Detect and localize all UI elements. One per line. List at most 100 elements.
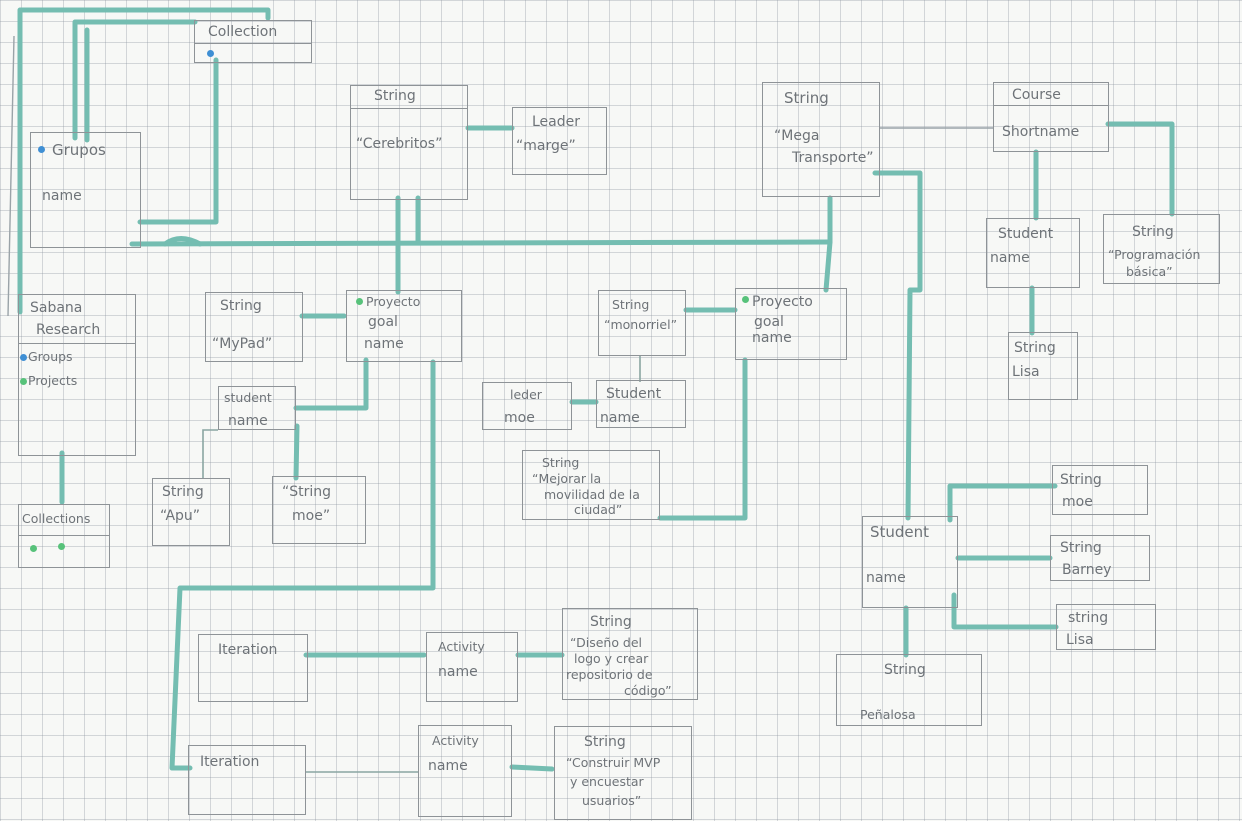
- proyecto-2-dot: [742, 296, 749, 303]
- sabana-title-2: Research: [36, 322, 101, 338]
- connector-student-moe-r: [947, 483, 1058, 523]
- string-diseno-value-1: “Diseño del: [570, 635, 643, 650]
- activity-1-field: name: [438, 664, 478, 680]
- string-diseno-value-4: código”: [624, 683, 672, 698]
- student-2-title: Student: [606, 386, 662, 402]
- string-cerebritos-type: String: [374, 88, 416, 104]
- proyecto-1-dot: [356, 298, 363, 305]
- grupos-title: Grupos: [52, 141, 106, 159]
- activity-2-title: Activity: [432, 733, 479, 748]
- string-movilidad-value-2: movilidad de la: [544, 487, 640, 502]
- string-programacion-box: [1103, 214, 1220, 284]
- proyecto-1-field-1: goal: [368, 314, 398, 330]
- string-penalosa-box: [836, 654, 982, 726]
- collection-top-title: Collection: [208, 24, 278, 40]
- string-diseno-type: String: [590, 614, 632, 630]
- connector-proyecto-iterations: [169, 359, 436, 771]
- string-lisa-r-value: Lisa: [1066, 632, 1094, 648]
- connector-student-apu: [202, 429, 218, 478]
- string-lisa-r-box: [1056, 604, 1156, 650]
- string-lisa-top-value: Lisa: [1012, 364, 1040, 380]
- collections-dot-1: [30, 545, 37, 552]
- student-course-field: name: [990, 250, 1030, 266]
- connector-mega-proyecto2: [823, 239, 833, 293]
- connector-proyecto2-movilidad: [657, 357, 748, 521]
- connector-left-edge: [7, 35, 15, 317]
- string-lisa-r-type: string: [1068, 610, 1109, 626]
- string-monorriel-value: “monorriel”: [604, 317, 678, 332]
- leder-moe-title: leder: [510, 387, 542, 402]
- string-moe-r-value: moe: [1062, 494, 1093, 510]
- activity-1-box: [426, 632, 518, 702]
- string-moe-1-box: [272, 476, 366, 544]
- string-cerebritos-box: [350, 85, 468, 200]
- string-penalosa-type: String: [884, 662, 926, 678]
- string-moe-r-box: [1052, 465, 1148, 515]
- student-right-field: name: [866, 570, 906, 586]
- string-barney-type: String: [1060, 540, 1102, 556]
- student-course-title: Student: [998, 226, 1054, 242]
- iteration-2-title: Iteration: [200, 754, 260, 770]
- string-moe-r-type: String: [1060, 472, 1102, 488]
- string-mypad-type: String: [220, 298, 262, 314]
- proyecto-1-title: Proyecto: [366, 294, 421, 309]
- collection-groups-dot: [207, 50, 214, 57]
- string-construir-value-3: usuarios”: [582, 793, 642, 808]
- proyecto-2-field-1: goal: [754, 314, 784, 330]
- string-barney-value: Barney: [1062, 562, 1112, 578]
- string-moe-1-type: “String: [282, 484, 332, 500]
- string-cerebritos-value: “Cerebritos”: [356, 136, 443, 152]
- sabana-title-1: Sabana: [30, 300, 83, 316]
- connector-mega-studentright: [872, 170, 923, 521]
- activity-1-title: Activity: [438, 639, 485, 654]
- string-mega-box: [762, 82, 880, 197]
- iteration-1-title: Iteration: [218, 642, 278, 658]
- string-programacion-value-2: básica”: [1126, 264, 1173, 279]
- student-2-box: [596, 380, 686, 428]
- string-diseno-value-2: logo y crear: [574, 651, 649, 666]
- string-mega-value-1: “Mega: [774, 128, 820, 144]
- string-construir-value-1: “Construir MVP: [566, 755, 661, 770]
- connector-course-string: [1105, 121, 1175, 217]
- proyecto-1-field-2: name: [364, 336, 404, 352]
- connector-collection-down: [137, 57, 219, 225]
- string-barney-box: [1050, 535, 1150, 581]
- connector-activity2-construir: [509, 764, 555, 772]
- string-diseno-value-3: repositorio de: [566, 667, 653, 682]
- student-1-box: [218, 386, 296, 430]
- string-movilidad-box: [522, 450, 660, 520]
- string-construir-type: String: [584, 734, 626, 750]
- string-moe-1-value: moe”: [292, 508, 331, 524]
- student-right-box: [862, 516, 958, 608]
- connector-student-lisa-r: [951, 592, 1059, 630]
- grupos-box: [30, 132, 141, 248]
- string-movilidad-type: String: [542, 455, 580, 470]
- string-programacion-type: String: [1132, 224, 1174, 240]
- sabana-projects-dot: [20, 378, 27, 385]
- grupos-field: name: [42, 188, 82, 204]
- leader-marge-box: [512, 107, 607, 175]
- string-movilidad-value-1: “Mejorar la: [532, 471, 602, 486]
- string-mega-value-2: Transporte”: [792, 150, 874, 166]
- leder-moe-box: [482, 382, 572, 430]
- connector-bus-bump: [162, 236, 203, 247]
- sabana-groups-dot: [20, 354, 27, 361]
- proyecto-1-box: [346, 290, 462, 362]
- course-box: [993, 82, 1109, 152]
- connector-proyecto-student: [293, 357, 369, 411]
- string-mega-type: String: [784, 89, 829, 107]
- proyecto-2-title: Proyecto: [752, 294, 813, 310]
- leder-moe-value: moe: [504, 410, 535, 426]
- string-penalosa-value: Peñalosa: [860, 707, 916, 722]
- course-field: Shortname: [1002, 124, 1080, 140]
- connector-sabana-collection: [17, 7, 271, 315]
- string-apu-box: [152, 478, 230, 546]
- connector-student-moe: [293, 423, 300, 481]
- sabana-field-projects: Projects: [28, 373, 78, 388]
- student-right-title: Student: [870, 523, 930, 541]
- sabana-box: [18, 294, 136, 456]
- string-apu-value: “Apu”: [160, 508, 201, 524]
- leader-marge-value: “marge”: [516, 138, 576, 154]
- string-mypad-value: “MyPad”: [212, 336, 273, 352]
